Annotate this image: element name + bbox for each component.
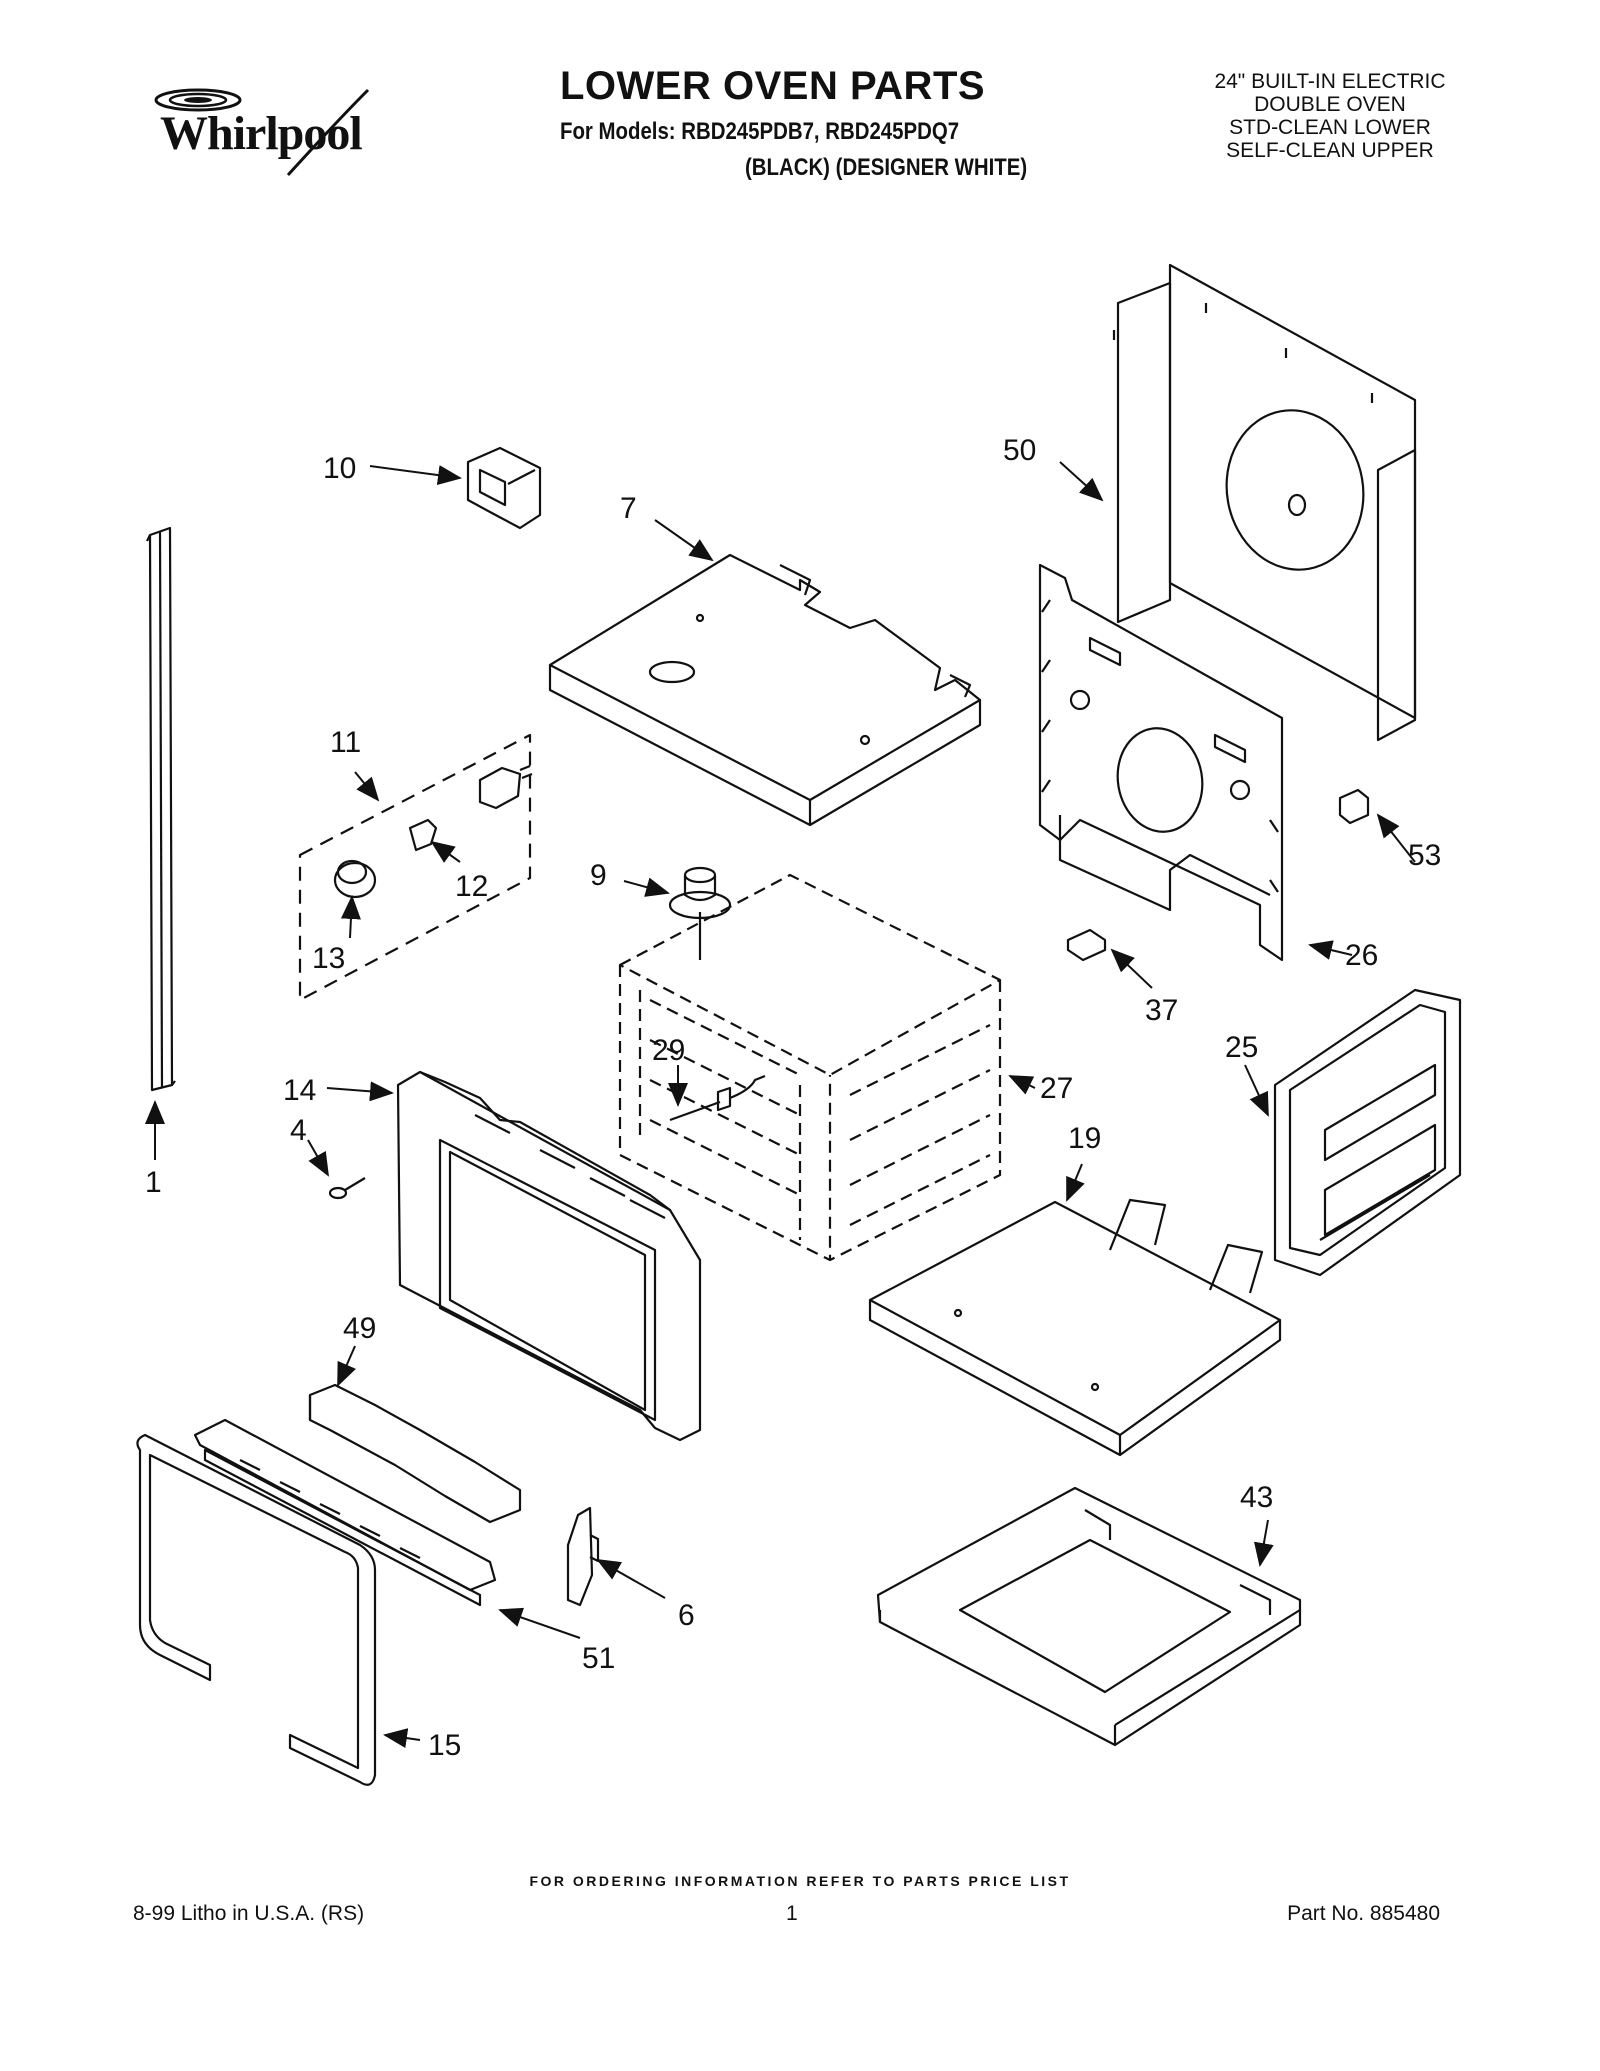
colors-line: (BLACK) (DESIGNER WHITE) bbox=[745, 154, 1028, 181]
callout-51: 51 bbox=[582, 1642, 615, 1675]
parts-11-12-13-light-assembly bbox=[298, 733, 533, 1002]
part-49-baffle bbox=[308, 1383, 522, 1524]
part-27-oven-cavity bbox=[618, 873, 1002, 1262]
part-25-side-panel bbox=[1273, 988, 1462, 1277]
part-14-front-frame bbox=[396, 1070, 702, 1442]
callout-27: 27 bbox=[1040, 1072, 1073, 1105]
part-19-bottom-cover bbox=[868, 1198, 1282, 1457]
callout-49: 49 bbox=[343, 1312, 376, 1345]
callout-1: 1 bbox=[145, 1166, 162, 1199]
page-title: LOWER OVEN PARTS bbox=[560, 64, 986, 108]
part-9-element-connector bbox=[668, 866, 732, 960]
callout-26: 26 bbox=[1345, 939, 1378, 972]
callout-7: 7 bbox=[620, 492, 637, 525]
oven-description-line: 24" BUILT-IN ELECTRIC bbox=[1214, 70, 1446, 93]
models-line: For Models: RBD245PDB7, RBD245PDQ7 bbox=[560, 118, 960, 145]
part-15-door-gasket bbox=[136, 1433, 377, 1786]
part-number: Part No. 885480 bbox=[1287, 1902, 1440, 1925]
page-number: 1 bbox=[786, 1902, 798, 1925]
callout-12: 12 bbox=[455, 870, 488, 903]
part-26-rear-frame bbox=[1038, 563, 1284, 962]
ordering-note: FOR ORDERING INFORMATION REFER TO PARTS … bbox=[529, 1873, 1071, 1889]
part-50-rear-panel bbox=[1112, 263, 1417, 742]
callout-15: 15 bbox=[428, 1729, 461, 1762]
callout-25: 25 bbox=[1225, 1031, 1258, 1064]
brand-logo-text: Whirlpool bbox=[160, 107, 363, 160]
part-37-clip bbox=[1066, 928, 1107, 962]
part-4-screw bbox=[328, 1177, 366, 1200]
callout-37: 37 bbox=[1145, 994, 1178, 1027]
part-29-temperature-sensor bbox=[669, 1074, 766, 1122]
callout-43: 43 bbox=[1240, 1481, 1273, 1514]
callout-6: 6 bbox=[678, 1599, 695, 1632]
part-43-bottom-tray bbox=[876, 1486, 1302, 1747]
part-7-top-cover bbox=[548, 553, 982, 827]
oven-description: 24" BUILT-IN ELECTRIC DOUBLE OVEN STD-CL… bbox=[1170, 70, 1490, 162]
part-51-vent-trim bbox=[193, 1418, 497, 1607]
part-10-bracket bbox=[466, 446, 542, 530]
callout-11: 11 bbox=[330, 726, 361, 759]
part-6-bracket bbox=[566, 1506, 600, 1607]
callout-29: 29 bbox=[652, 1034, 685, 1067]
callout-13: 13 bbox=[312, 942, 345, 975]
callout-10: 10 bbox=[323, 452, 356, 485]
callout-9: 9 bbox=[590, 859, 607, 892]
whirlpool-swirl-logo bbox=[154, 88, 370, 177]
litho-text: 8-99 Litho in U.S.A. (RS) bbox=[133, 1902, 365, 1925]
oven-description-line: SELF-CLEAN UPPER bbox=[1226, 139, 1434, 162]
callout-50: 50 bbox=[1003, 434, 1036, 467]
callout-19: 19 bbox=[1068, 1122, 1101, 1155]
part-53-clip bbox=[1338, 788, 1370, 825]
oven-description-line: DOUBLE OVEN bbox=[1254, 93, 1406, 116]
oven-description-line: STD-CLEAN LOWER bbox=[1229, 116, 1431, 139]
part-1-trim-strip bbox=[146, 526, 176, 1092]
callout-4: 4 bbox=[290, 1114, 307, 1147]
callout-53: 53 bbox=[1408, 839, 1441, 872]
callout-14: 14 bbox=[283, 1074, 316, 1107]
